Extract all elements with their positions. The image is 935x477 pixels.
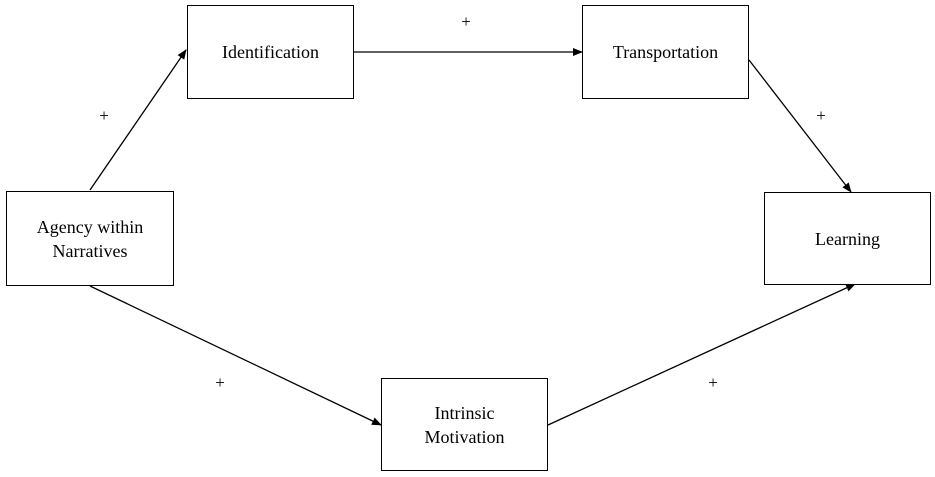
agency-label-line-1: Agency within xyxy=(36,216,144,237)
sign-identification-transportation: + xyxy=(461,12,471,31)
sign-transportation-learning: + xyxy=(816,106,826,125)
motivation-label-line-2: Motivation xyxy=(424,426,505,447)
sign-motivation-learning: + xyxy=(708,373,718,392)
transportation-label: Transportation xyxy=(612,42,719,62)
arrow-motivation-to-learning xyxy=(547,283,856,426)
arrow-transportation-to-learning xyxy=(748,59,852,193)
node-learning: Learning xyxy=(764,192,931,285)
learning-label: Learning xyxy=(815,228,880,249)
agency-label-line-2: Narratives xyxy=(52,240,128,261)
arrow-agency-to-motivation xyxy=(89,285,382,426)
identification-label: Identification xyxy=(222,42,319,62)
node-intrinsic-motivation: Intrinsic Motivation xyxy=(381,378,548,471)
node-transportation: Transportation xyxy=(582,5,749,99)
node-agency-within-narratives: Agency within Narratives xyxy=(6,191,174,286)
arrow-agency-to-identification xyxy=(89,49,187,191)
motivation-label-line-1: Intrinsic xyxy=(434,402,495,423)
sign-agency-identification: + xyxy=(99,106,109,125)
node-identification: Identification xyxy=(187,5,354,99)
sign-agency-motivation: + xyxy=(215,373,225,392)
